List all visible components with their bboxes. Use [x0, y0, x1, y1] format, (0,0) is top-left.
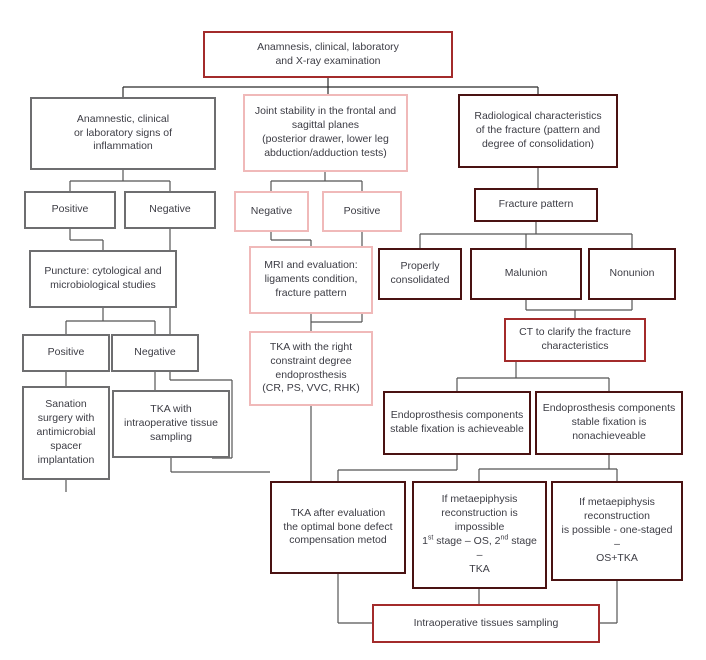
- node-malunion[interactable]: Malunion: [470, 248, 582, 300]
- node-fixation-nonachievable[interactable]: Endoprosthesis components stable fixatio…: [535, 391, 683, 455]
- node-nonunion[interactable]: Nonunion: [588, 248, 676, 300]
- node-puncture-studies[interactable]: Puncture: cytological and microbiologica…: [29, 250, 177, 308]
- node-fixation-achievable[interactable]: Endoprosthesis components stable fixatio…: [383, 391, 531, 455]
- node-inflammation-positive[interactable]: Positive: [24, 191, 116, 229]
- node-label: Anamnestic, clinical or laboratory signs…: [73, 112, 173, 153]
- node-fracture-pattern[interactable]: Fracture pattern: [474, 188, 598, 222]
- node-tka-after-evaluation[interactable]: TKA after evaluation the optimal bone de…: [270, 481, 406, 574]
- node-properly-consolidated[interactable]: Properly consolidated: [378, 248, 462, 300]
- node-tka-constraint[interactable]: TKA with the right constraint degree end…: [249, 331, 373, 406]
- node-label: Fracture pattern: [498, 198, 574, 211]
- node-inflammation-signs[interactable]: Anamnestic, clinical or laboratory signs…: [30, 97, 216, 170]
- node-label: Negative: [250, 204, 293, 217]
- node-puncture-positive[interactable]: Positive: [22, 334, 110, 372]
- node-radiological-characteristics[interactable]: Radiological characteristics of the frac…: [458, 94, 618, 168]
- node-label: Nonunion: [609, 267, 655, 280]
- node-label: TKA with the right constraint degree end…: [262, 340, 360, 395]
- node-tka-intraoperative[interactable]: TKA with intraoperative tissue sampling: [112, 390, 230, 458]
- node-ct-clarify[interactable]: CT to clarify the fracture characteristi…: [504, 318, 646, 362]
- node-metaepiphysis-possible[interactable]: If metaepiphysis reconstruction is possi…: [551, 481, 683, 581]
- node-label: CT to clarify the fracture characteristi…: [519, 326, 631, 352]
- node-label: Endoprosthesis components stable fixatio…: [390, 409, 524, 435]
- node-label: Intraoperative tissues sampling: [413, 616, 559, 629]
- node-joint-stability[interactable]: Joint stability in the frontal and sagit…: [243, 94, 408, 172]
- node-root[interactable]: Anamnesis, clinical, laboratory and X-ra…: [203, 31, 453, 78]
- node-label: Negative: [134, 346, 176, 359]
- node-label: If metaepiphysis reconstruction is possi…: [561, 496, 673, 564]
- node-label: Anamnesis, clinical, laboratory and X-ra…: [257, 40, 399, 67]
- node-mri-evaluation[interactable]: MRI and evaluation: ligaments condition,…: [249, 246, 373, 314]
- node-label: Puncture: cytological and microbiologica…: [44, 265, 162, 291]
- node-label: MRI and evaluation: ligaments condition,…: [264, 259, 358, 299]
- node-inflammation-negative[interactable]: Negative: [124, 191, 216, 229]
- node-label: Positive: [343, 204, 381, 217]
- node-puncture-negative[interactable]: Negative: [111, 334, 199, 372]
- node-label: TKA with intraoperative tissue sampling: [124, 403, 218, 443]
- node-sanation-surgery[interactable]: Sanation surgery with antimicrobial spac…: [22, 386, 110, 480]
- node-label: Positive: [51, 203, 89, 216]
- node-stability-positive[interactable]: Positive: [322, 191, 402, 232]
- node-label: Negative: [149, 203, 191, 216]
- node-label: TKA after evaluation the optimal bone de…: [283, 506, 393, 547]
- node-label: Joint stability in the frontal and sagit…: [254, 105, 397, 159]
- node-label: Radiological characteristics of the frac…: [474, 110, 602, 150]
- node-label: Malunion: [504, 267, 548, 280]
- node-label: Properly consolidated: [390, 260, 450, 286]
- node-label: Sanation surgery with antimicrobial spac…: [36, 398, 96, 466]
- node-intraoperative-sampling[interactable]: Intraoperative tissues sampling: [372, 604, 600, 643]
- node-stability-negative[interactable]: Negative: [234, 191, 309, 232]
- node-label: Positive: [47, 346, 85, 359]
- node-label: Endoprosthesis components stable fixatio…: [542, 402, 676, 442]
